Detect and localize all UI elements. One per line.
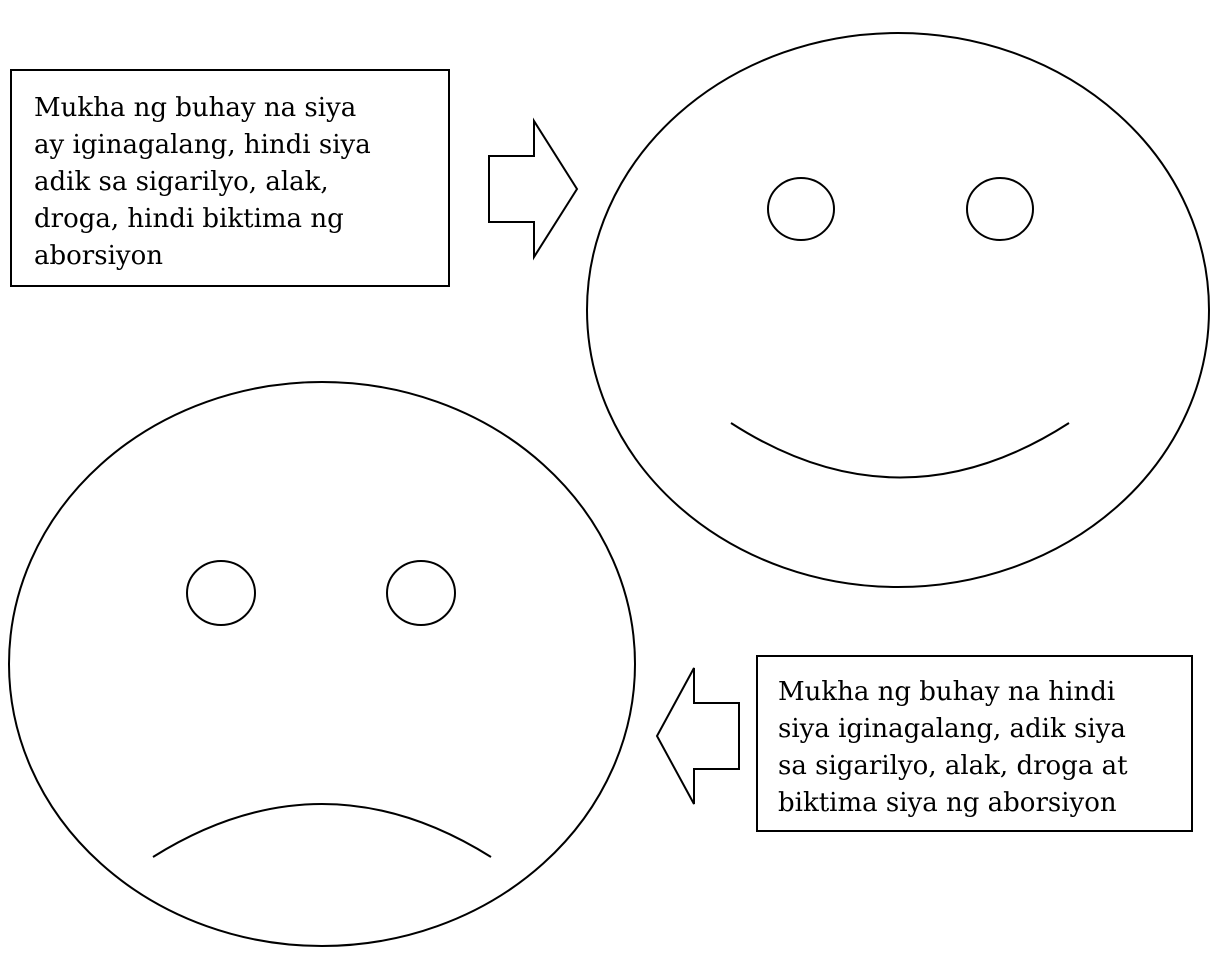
happy-face-outline bbox=[586, 32, 1210, 588]
sad-face-outline bbox=[8, 381, 636, 947]
right-arrow-icon bbox=[488, 117, 579, 261]
happy-face-left-eye bbox=[767, 177, 835, 241]
sad-face-left-eye bbox=[186, 560, 256, 626]
happy-face-smile bbox=[730, 422, 1070, 479]
happy-face-caption: Mukha ng buhay na siya ay iginagalang, h… bbox=[10, 69, 450, 287]
left-arrow-icon bbox=[655, 667, 740, 805]
sad-face bbox=[8, 381, 636, 947]
sad-face-right-eye bbox=[386, 560, 456, 626]
happy-face-right-eye bbox=[966, 177, 1034, 241]
sad-face-frown bbox=[152, 803, 492, 858]
sad-face-caption: Mukha ng buhay na hindi siya iginagalang… bbox=[756, 655, 1193, 832]
happy-face bbox=[586, 32, 1210, 588]
